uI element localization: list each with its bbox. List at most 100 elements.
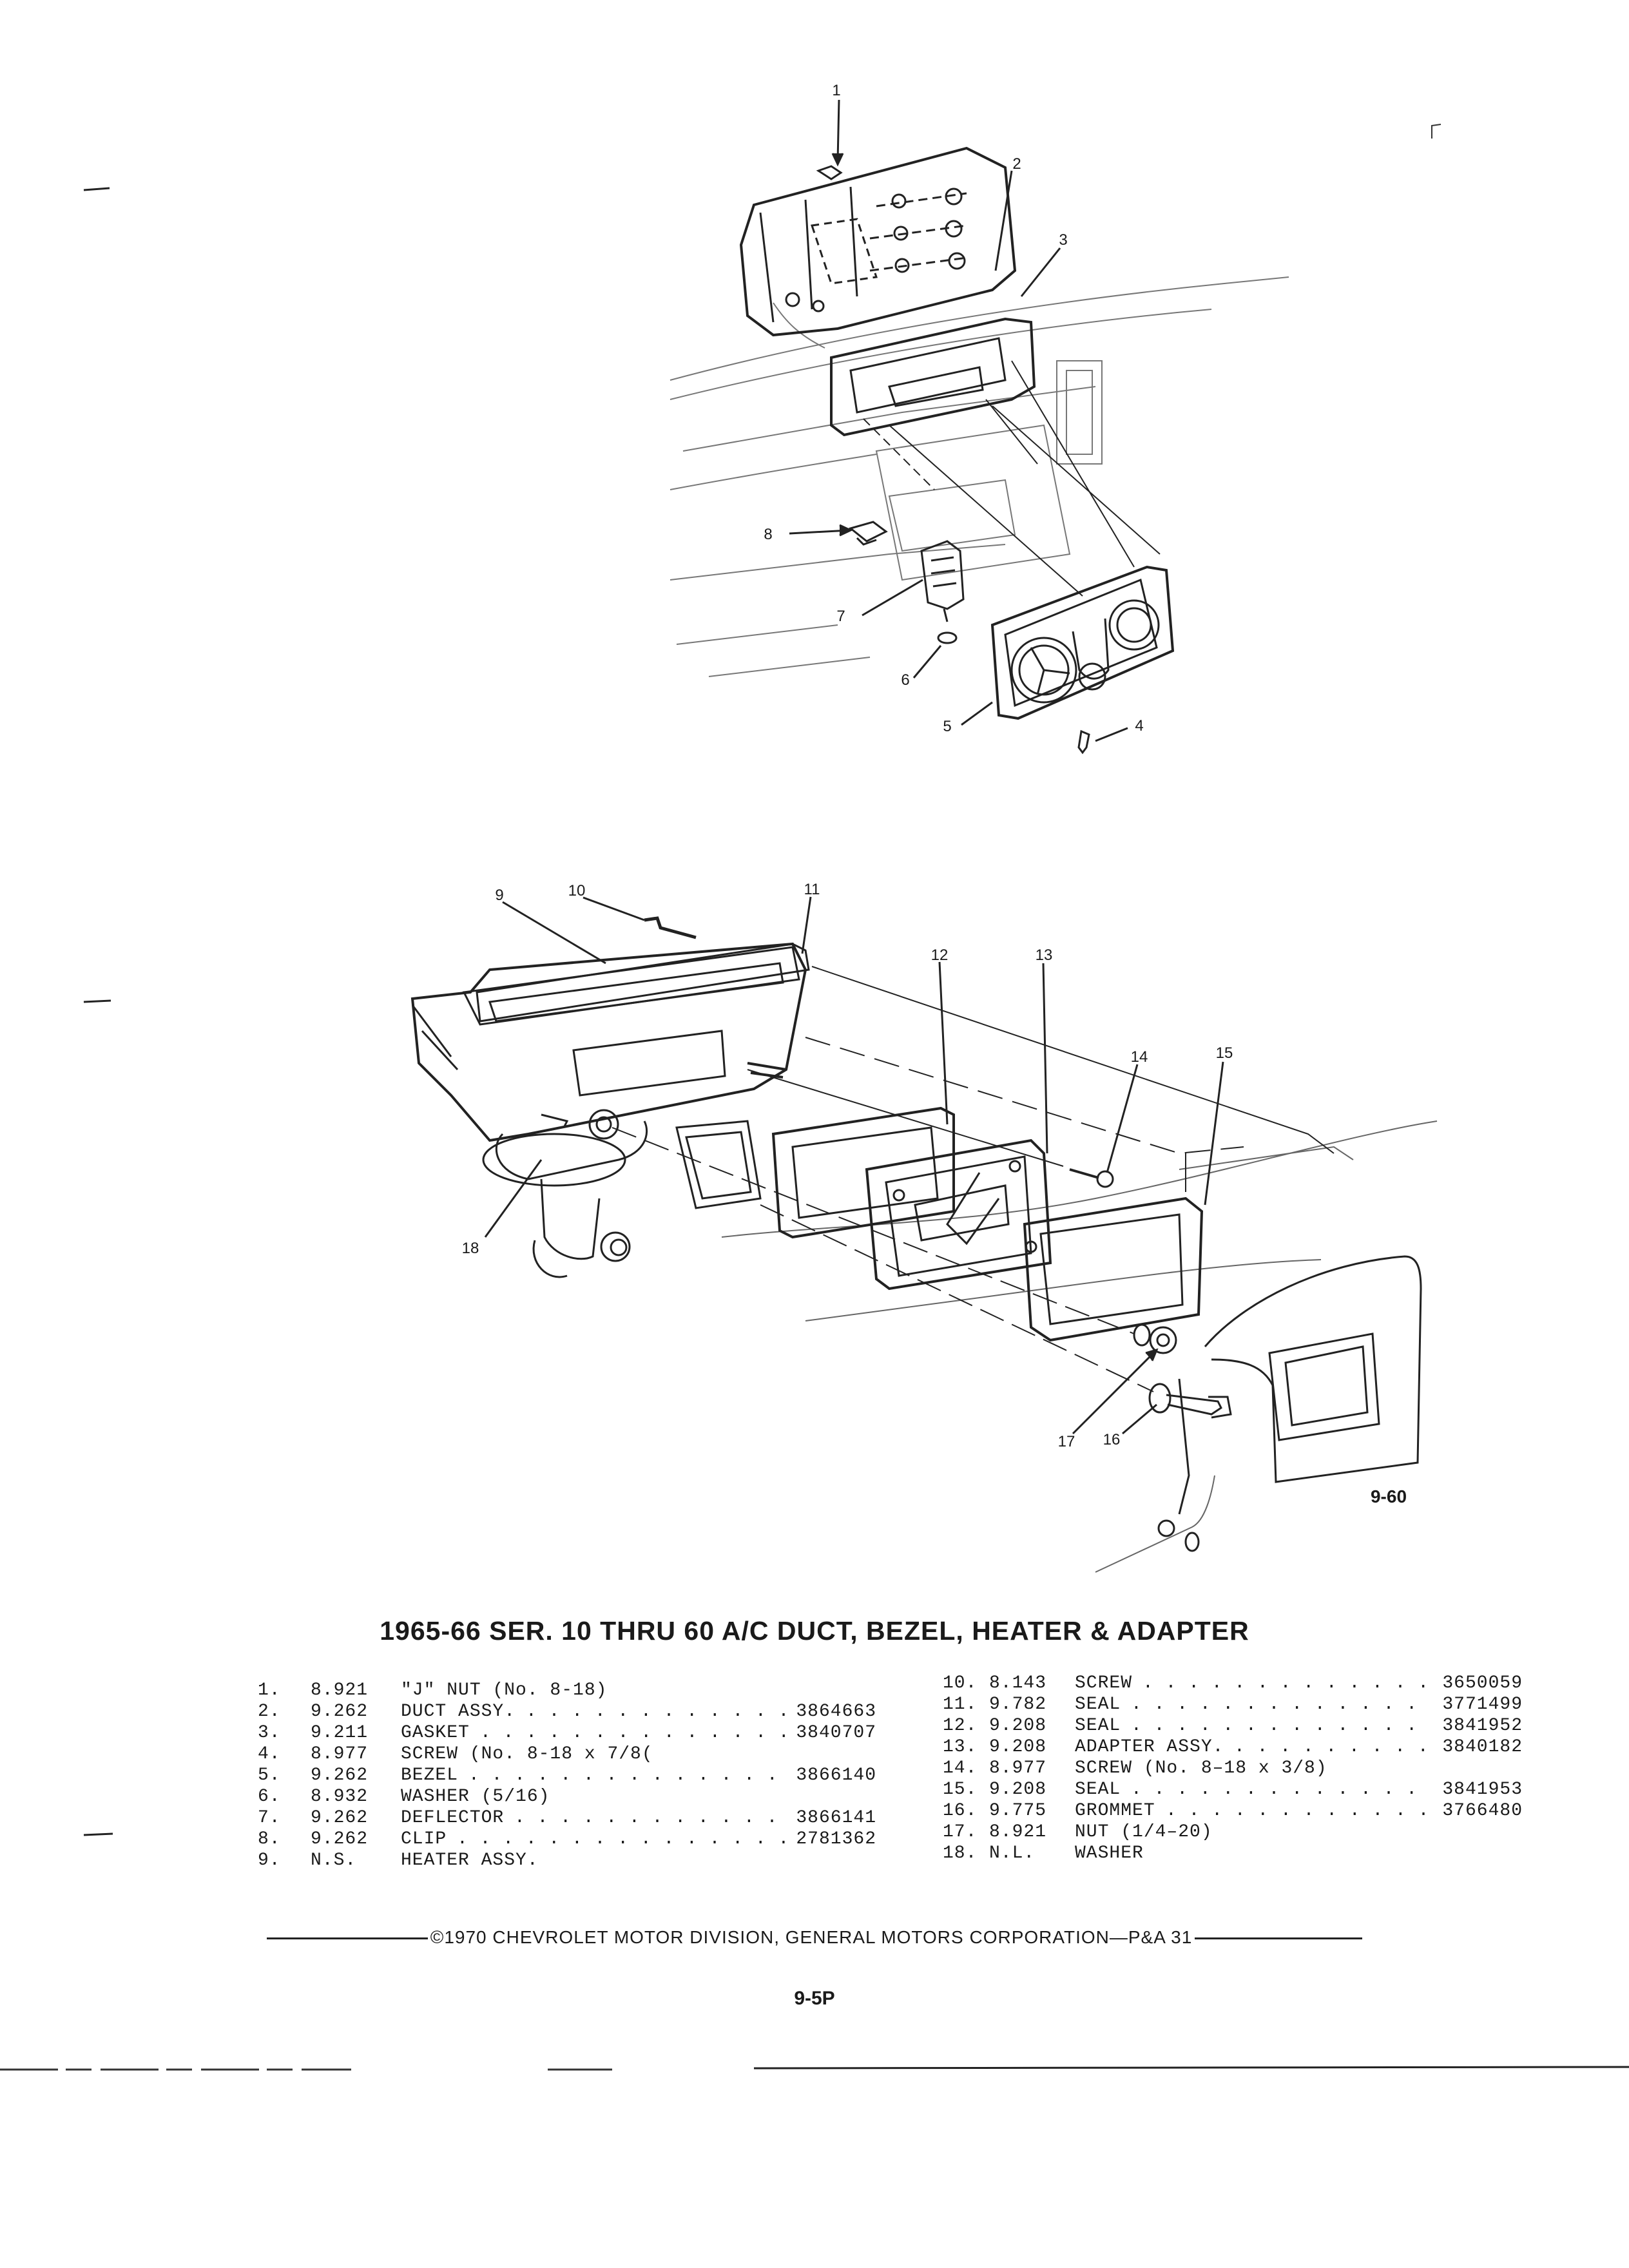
page-number: 9-5P [794,1988,835,2009]
part-item-number: 1. [258,1680,281,1700]
part-name: BEZEL [401,1765,459,1785]
part-item-number: 10. [943,1673,978,1693]
part-item-number: 2. [258,1702,281,1722]
footer-rule-right [1195,1937,1363,1940]
callout-18: 18 [462,1240,479,1257]
part-item-number: 7. [258,1808,281,1828]
part-item-number: 18. [943,1843,978,1863]
callout-5: 5 [943,718,951,735]
part-item-number: 8. [258,1829,281,1849]
footer-rule-left [266,1937,428,1940]
part-leader-dots: . . . . . . . . . . . . . . . . . [468,1765,786,1785]
part-group-number: N.S. [311,1850,357,1870]
parts-list-row: 1. 8.921 "J" NUT (No. 8-18) [258,1680,876,1701]
part-item-number: 12. [943,1716,978,1736]
diagram-duct-bezel: 1 2 3 4 5 6 7 8 [670,82,1289,754]
part-number: 3766480 [1442,1801,1523,1821]
part-leader-dots: . . . . . . . . . . . . . . . . . . [457,1829,786,1849]
parts-list-row: 9. N.S. HEATER ASSY. [258,1850,876,1871]
part-item-number: 17. [943,1822,978,1842]
part-group-number: N.L. [989,1843,1036,1863]
part-group-number: 9.208 [989,1737,1047,1757]
part-number: 3840707 [796,1723,876,1743]
part-name: SCREW (No. 8–18 x 3/8) [1075,1758,1327,1778]
part-name: NUT (1/4–20) [1075,1822,1213,1842]
diagram-heater-adapter: 9 10 11 12 13 14 15 16 17 18 9-60 [410,881,1438,1573]
callout-2: 2 [1012,155,1021,173]
part-group-number: 9.211 [311,1723,369,1743]
callout-1: 1 [832,82,840,99]
callout-17: 17 [1058,1433,1075,1450]
footer-text: ©1970 CHEVROLET MOTOR DIVISION, GENERAL … [430,1927,1193,1947]
part-group-number: 9.782 [989,1695,1047,1715]
part-name: DEFLECTOR [401,1808,505,1828]
part-name: DUCT ASSY. [401,1702,516,1722]
callout-7: 7 [836,608,845,625]
part-name: CLIP [401,1829,447,1849]
callout-11: 11 [804,881,820,898]
part-group-number: 9.262 [311,1808,369,1828]
part-name: HEATER ASSY. [401,1850,539,1870]
part-leader-dots: . . . . . . . . . . . . . . [526,1702,786,1722]
page-title: 1965-66 SER. 10 THRU 60 A/C DUCT, BEZEL,… [380,1616,1249,1646]
part-group-number: 9.208 [989,1780,1047,1800]
part-group-number: 8.921 [311,1680,369,1700]
copyright-footer: ©1970 CHEVROLET MOTOR DIVISION, GENERAL … [0,1927,1629,1948]
part-name: GASKET [401,1723,470,1743]
part-group-number: 8.921 [989,1822,1047,1842]
part-name: SEAL [1075,1716,1121,1736]
part-leader-dots: . . . . . . . . . . . . . . . . . . [1131,1780,1432,1800]
part-group-number: 8.977 [989,1758,1047,1778]
part-leader-dots: . . . . . . . . . . . . . . . . . . [1131,1716,1432,1736]
callout-16: 16 [1103,1431,1121,1448]
parts-list-row: 4. 8.977 SCREW (No. 8-18 x 7/8( [258,1744,876,1765]
part-number: 3841952 [1442,1716,1523,1736]
part-item-number: 13. [943,1737,978,1757]
part-number: 2781362 [796,1829,876,1849]
part-item-number: 16. [943,1801,978,1821]
part-name: SCREW (No. 8-18 x 7/8( [401,1744,653,1764]
part-name: GROMMET [1075,1801,1155,1821]
part-item-number: 4. [258,1744,281,1764]
part-group-number: 8.932 [311,1787,369,1807]
parts-list-row: 18. N.L. WASHER [943,1843,1523,1864]
part-leader-dots: . . . . . . . . . . . . . . [1166,1801,1432,1821]
part-group-number: 9.262 [311,1702,369,1722]
part-leader-dots: . . . . . . . . . . . . . . . . [480,1723,786,1743]
part-group-number: 8.143 [989,1673,1047,1693]
part-leader-dots: . . . . . . . . . . . [1234,1737,1432,1757]
part-item-number: 11. [943,1695,978,1715]
parts-list-row: 16. 9.775 GROMMET . . . . . . . . . . . . .… [943,1800,1523,1821]
figure-number: 9-60 [1371,1486,1407,1506]
parts-list-row: 12. 9.208 SEAL . . . . . . . . . . . . . . … [943,1715,1523,1736]
part-number: 3866140 [796,1765,876,1785]
callout-9: 9 [495,887,503,904]
part-group-number: 9.262 [311,1829,369,1849]
part-name: "J" NUT (No. 8-18) [401,1680,608,1700]
part-item-number: 9. [258,1850,281,1870]
callout-15: 15 [1216,1044,1233,1062]
part-leader-dots: . . . . . . . . . . . . . . . . . [1142,1673,1432,1693]
part-number: 3840182 [1442,1737,1523,1757]
parts-list-row: 2. 9.262 DUCT ASSY. . . . . . . . . . . . .… [258,1701,876,1722]
part-name: WASHER [1075,1843,1144,1863]
callout-13: 13 [1036,947,1053,964]
part-name: SEAL [1075,1780,1121,1800]
part-item-number: 14. [943,1758,978,1778]
part-number: 3771499 [1442,1695,1523,1715]
parts-list-row: 17. 8.921 NUT (1/4–20) [943,1821,1523,1843]
part-group-number: 9.208 [989,1716,1047,1736]
part-group-number: 9.262 [311,1765,369,1785]
part-group-number: 8.977 [311,1744,369,1764]
part-number: 3864663 [796,1702,876,1722]
part-item-number: 6. [258,1787,281,1807]
part-group-number: 9.775 [989,1801,1047,1821]
